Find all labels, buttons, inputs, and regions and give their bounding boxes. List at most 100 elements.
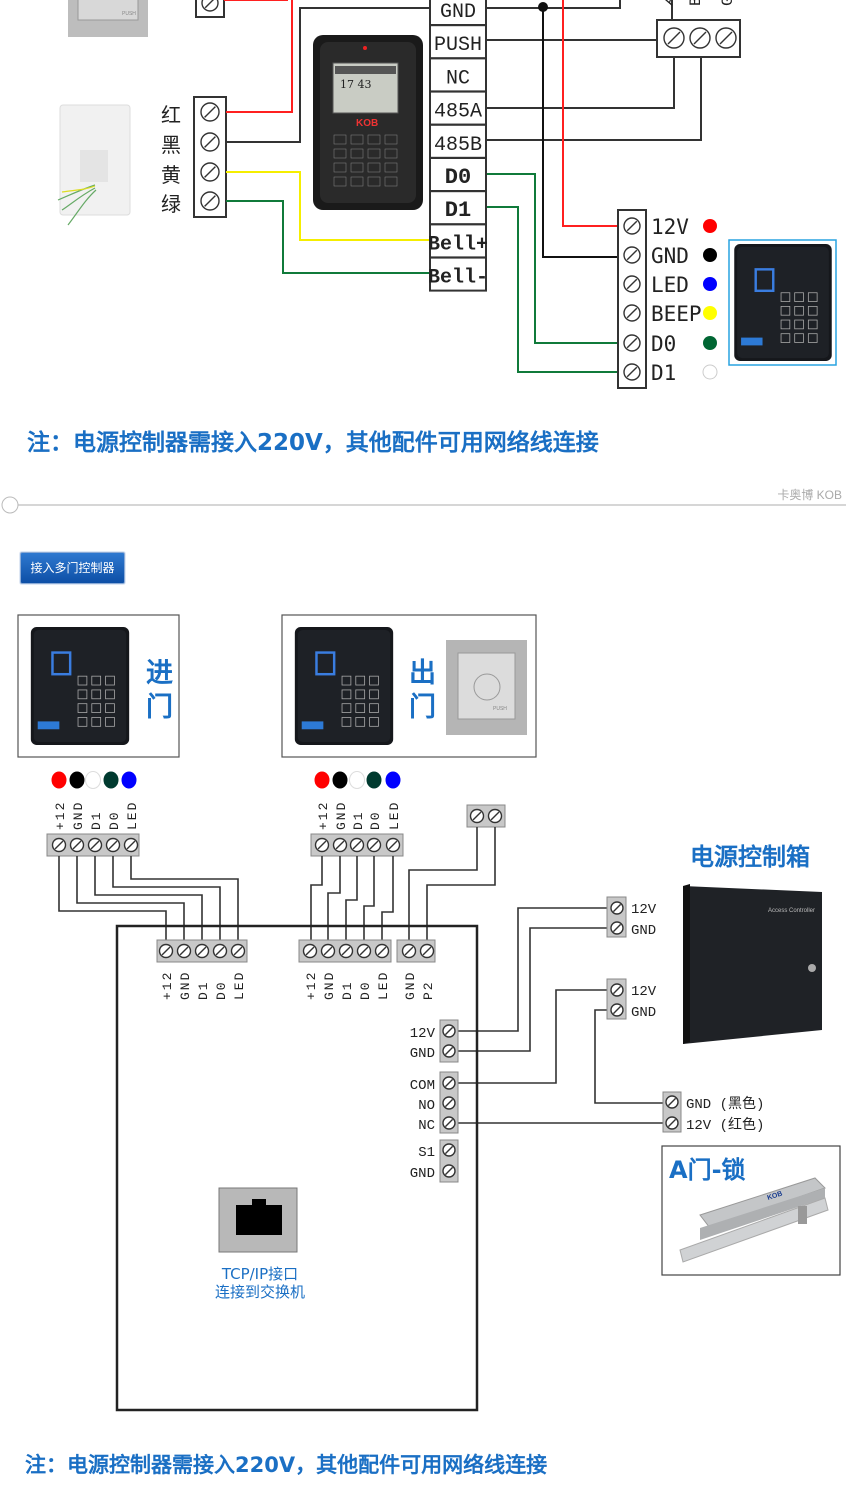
screw-icon [201, 0, 219, 12]
screw-icon [610, 921, 624, 935]
screw-icon [105, 837, 121, 853]
screw-icon [610, 901, 624, 915]
terminal-label: GND [71, 801, 86, 830]
screw-icon [200, 132, 220, 152]
wire-color-dot [703, 219, 717, 233]
screw-icon [302, 943, 318, 959]
screw-icon [715, 27, 737, 49]
controller-terminal-label: Bell+ [428, 233, 488, 256]
screw-icon [442, 1044, 456, 1058]
section-divider: 卡奥博 KOB [1, 487, 846, 514]
bus-label-g: G [719, 0, 737, 6]
power-out1-12v: 12V [631, 902, 657, 918]
terminal-label: LED [232, 971, 247, 1000]
tcpip-sublabel: 连接到交换机 [215, 1283, 305, 1301]
screw-icon [314, 837, 330, 853]
wire-color-dot [703, 306, 717, 320]
entry-reader-box: 进 门 [17, 614, 180, 758]
terminal-led: LED [651, 273, 689, 297]
wire-label-yellow: 黄 [161, 164, 181, 187]
wire-color-dot [51, 771, 67, 789]
label-nc: NC [418, 1118, 435, 1134]
tcpip-label: TCP/IP接口 [221, 1265, 298, 1283]
terminal-label: D0 [214, 980, 229, 1000]
screw-icon [442, 1076, 456, 1090]
reader-photo-frame [728, 239, 837, 366]
terminal-label: GND [334, 801, 349, 830]
screw-icon [442, 1143, 456, 1157]
terminal-label: D1 [351, 810, 366, 830]
screw-icon [442, 1116, 456, 1130]
screw-icon [385, 837, 401, 853]
entry-label-2: 门 [146, 692, 173, 723]
exit-button-text: PUSH [122, 11, 136, 17]
wire-color-dot [69, 771, 85, 789]
power-out2-gnd: GND [631, 1005, 656, 1021]
terminal-label: D0 [368, 810, 383, 830]
wire-green [226, 200, 430, 274]
lock-box: A门-锁 KOB [661, 1145, 841, 1276]
reader-terminal-block [617, 209, 647, 389]
connect-multi-door-controller-button[interactable]: 接入多门控制器 [20, 552, 125, 584]
exit-button-photo: PUSH [68, 0, 148, 37]
screw-icon [356, 943, 372, 959]
divider-brand: 卡奥博 KOB [777, 487, 842, 502]
screw-icon [332, 837, 348, 853]
controller-terminal [429, 157, 487, 192]
controller-terminal [429, 57, 487, 93]
lock-gnd-label: GND (黑色) [686, 1095, 764, 1113]
wire-black [226, 7, 430, 143]
terminal-label: GND [403, 971, 418, 1000]
label-no: NO [418, 1098, 435, 1114]
bottom-wires [58, 827, 663, 1124]
exit-reader-box: 出 门 PUSH [281, 614, 537, 758]
terminal-label: D1 [196, 980, 211, 1000]
multi-door-controller-board [115, 924, 479, 1412]
screw-icon [623, 363, 641, 381]
wire-color-dot [85, 771, 101, 789]
terminal-label: LED [387, 801, 402, 830]
screw-icon [610, 983, 624, 997]
controller-terminal-label: GND [440, 1, 476, 24]
screw-icon [212, 943, 228, 959]
entry-reader-photo [30, 627, 130, 745]
exit-label-2: 门 [409, 692, 436, 723]
terminal-label: D0 [358, 980, 373, 1000]
doorbell-wire-labels: 红 黑 黄 绿 [161, 104, 181, 216]
lock-brand: KOB [766, 1190, 783, 1201]
power-out1-gnd: GND [631, 923, 656, 939]
wire-color-dot [349, 771, 365, 789]
screw-icon [689, 27, 711, 49]
label-12v: 12V [410, 1026, 436, 1042]
wire-color-dot [103, 771, 119, 789]
power-box-photo: Access Controller [683, 884, 822, 1044]
power-box-title: 电源控制箱 [690, 843, 810, 871]
screw-icon [665, 1116, 679, 1130]
wire-color-dot [703, 277, 717, 291]
controller-terminal [429, 123, 487, 159]
controller-terminal-label: D0 [445, 165, 471, 190]
entry-label-1: 进 [146, 658, 173, 689]
label-sensor-gnd: GND [410, 1166, 435, 1182]
screw-icon [320, 943, 336, 959]
wire-yellow [226, 171, 430, 241]
controller-side-labels: 12V GND COM NO NC S1 GND [410, 1026, 436, 1182]
terminal-label: D0 [107, 810, 122, 830]
note-top: 注：电源控制器需接入220V，其他配件可用网络线连接 [27, 429, 599, 456]
device-brand: KOB [356, 118, 378, 129]
screw-icon [623, 275, 641, 293]
wire-label-black: 黑 [161, 135, 181, 157]
terminal-label: GND [178, 971, 193, 1000]
screw-icon [487, 808, 503, 824]
lcd-time: 17 43 [340, 78, 372, 91]
wire-color-dot [703, 248, 717, 262]
screw-icon [230, 943, 246, 959]
screw-icon [158, 943, 174, 959]
screw-icon [200, 102, 220, 122]
terminal-gnd: GND [651, 244, 689, 268]
lock-12v-label: 12V (红色) [686, 1116, 764, 1134]
screw-icon [176, 943, 192, 959]
screw-icon [200, 191, 220, 211]
screw-icon [623, 217, 641, 235]
